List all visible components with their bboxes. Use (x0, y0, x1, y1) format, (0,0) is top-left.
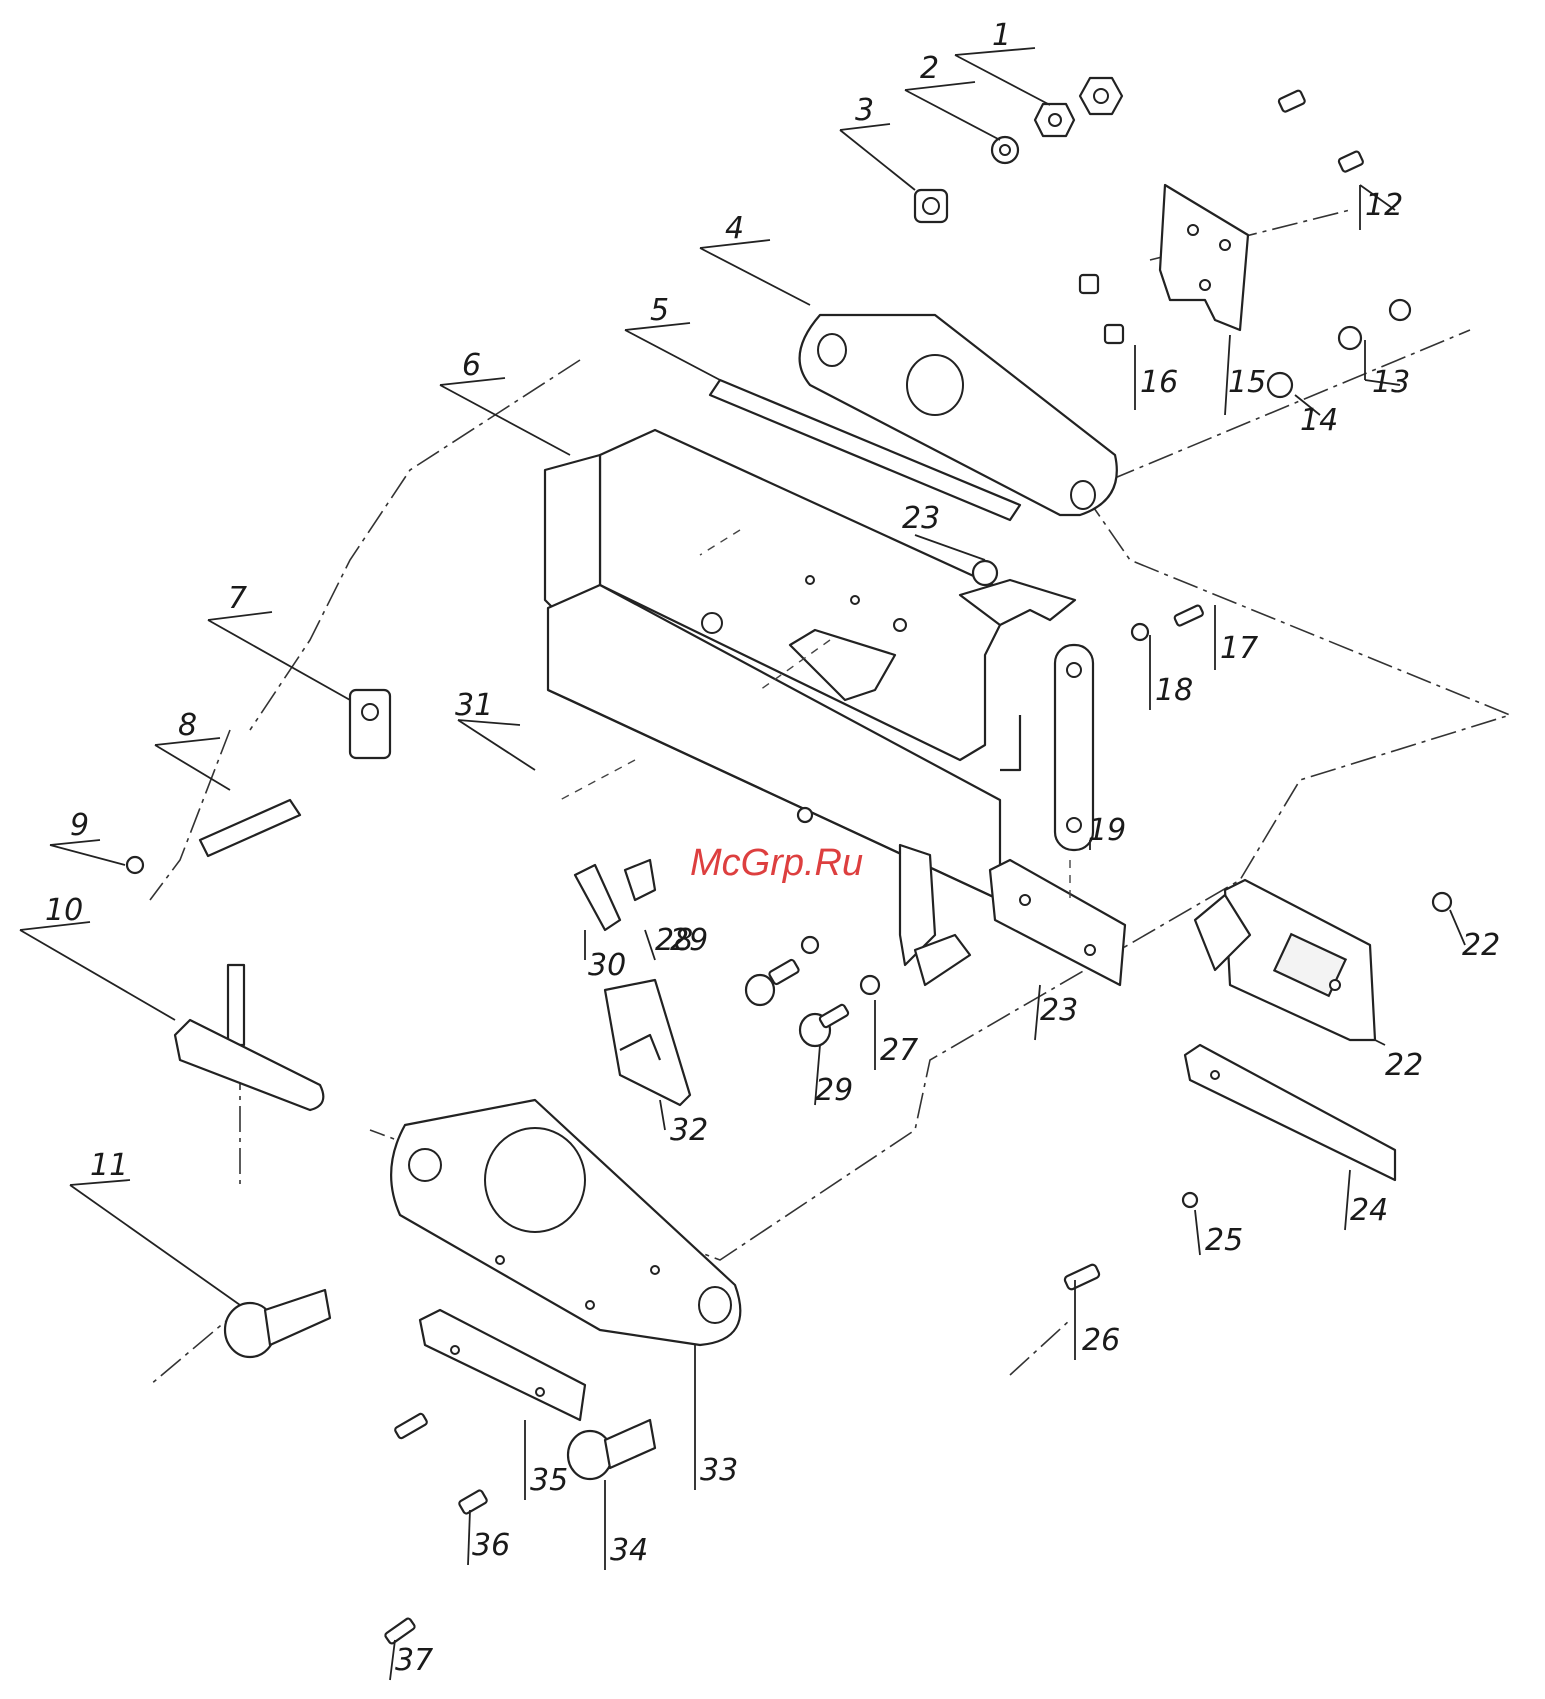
callout-29: 29 (815, 1073, 853, 1108)
callout-36: 36 (472, 1528, 510, 1563)
block-32 (605, 980, 690, 1105)
strip-24 (1185, 1045, 1395, 1180)
callout-23a: 23 (902, 501, 940, 536)
callout-8: 8 (178, 708, 197, 743)
nut-stack-top (915, 78, 1122, 222)
callout-22b: 22 (1385, 1048, 1423, 1083)
callout-9: 9 (70, 808, 89, 843)
callout-24: 24 (1350, 1193, 1388, 1228)
callout-7: 7 (228, 581, 247, 616)
callout-27: 27 (880, 1033, 918, 1068)
callout-14: 14 (1300, 403, 1338, 438)
callout-31: 31 (455, 688, 493, 723)
callout-32: 32 (670, 1113, 708, 1148)
shaft-pin-8 (127, 800, 300, 873)
callout-2: 2 (920, 51, 939, 86)
shoulder-bolt-11 (225, 1290, 330, 1357)
callout-33: 33 (700, 1453, 738, 1488)
callout-11: 11 (90, 1148, 128, 1183)
callout-22a: 22 (1462, 928, 1500, 963)
plate-strip-35 (420, 1310, 585, 1420)
screws-25-26 (1064, 1193, 1197, 1291)
callout-23b: 23 (1040, 993, 1078, 1028)
callout-4: 4 (725, 211, 744, 246)
callout-17: 17 (1220, 631, 1258, 666)
callout-1: 1 (992, 18, 1011, 53)
bracket-22 (1195, 880, 1451, 1040)
callout-37: 37 (395, 1643, 433, 1678)
callout-12: 12 (1365, 188, 1403, 223)
callout-35: 35 (530, 1463, 568, 1498)
callout-5: 5 (650, 293, 669, 328)
watermark-text: McGrp.Ru (690, 842, 863, 884)
block-7 (350, 690, 390, 758)
callout-10: 10 (45, 893, 83, 928)
callout-34: 34 (610, 1533, 648, 1568)
callout-13: 13 (1372, 365, 1410, 400)
mount-plate-15 (1080, 90, 1410, 397)
callout-6: 6 (462, 348, 481, 383)
callout-25: 25 (1205, 1223, 1243, 1258)
callout-30: 30 (588, 948, 626, 983)
callout-26: 26 (1082, 1323, 1120, 1358)
callout-3: 3 (855, 93, 874, 128)
callout-29b: 29 (670, 923, 708, 958)
callout-18: 18 (1155, 673, 1193, 708)
callout-19: 19 (1088, 813, 1126, 848)
callout-16: 16 (1140, 365, 1178, 400)
callout-15: 15 (1228, 365, 1266, 400)
t-handle-10 (175, 965, 323, 1110)
strip-23 (990, 860, 1125, 985)
screws-17-18 (1132, 605, 1204, 640)
shoulder-bolt-34 (568, 1420, 655, 1479)
